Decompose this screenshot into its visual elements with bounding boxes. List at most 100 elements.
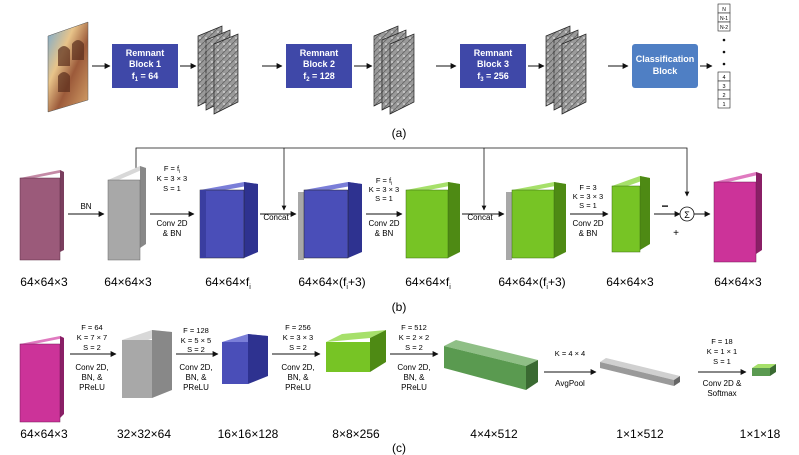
b-conv2-params: F = fi K = 3 × 3 S = 1 Conv 2D & BN (368, 176, 399, 238)
svg-text:K = 7 × 7: K = 7 × 7 (77, 333, 107, 342)
b-bn-tensor (107, 166, 146, 261)
c-dim-6: 1×1×512 (616, 427, 664, 441)
svg-text:& BN: & BN (579, 229, 598, 238)
svg-text:S = 2: S = 2 (83, 343, 101, 352)
svg-text:F = 3: F = 3 (579, 183, 596, 192)
b-conv1-tensor (199, 182, 258, 259)
c-tensor-4 (444, 340, 538, 390)
b-conv1-params: F = fi K = 3 × 3 S = 1 Conv 2D & BN (156, 164, 187, 238)
input-image (47, 21, 89, 113)
svg-text:1: 1 (722, 102, 725, 108)
svg-text:PReLU: PReLU (183, 383, 209, 392)
svg-text:f3 = 256: f3 = 256 (477, 71, 509, 83)
c-conv3-params: F = 256 K = 3 × 3 S = 2 Conv 2D, BN, & P… (281, 323, 314, 392)
svg-text:& BN: & BN (163, 229, 182, 238)
remnant-block-1-title: Remnant (126, 48, 165, 58)
svg-text:PReLU: PReLU (401, 383, 427, 392)
svg-text:PReLU: PReLU (79, 383, 105, 392)
svg-text:S = 1: S = 1 (163, 184, 181, 193)
svg-text:N: N (722, 7, 726, 13)
c-dim-1: 64×64×3 (20, 427, 68, 441)
bn-label: BN (80, 202, 91, 211)
svg-text:Conv 2D: Conv 2D (572, 219, 603, 228)
svg-text:Remnant: Remnant (474, 48, 513, 58)
svg-text:Block: Block (653, 66, 679, 76)
c-dim-4: 8×8×256 (332, 427, 380, 441)
caption-b: (b) (392, 300, 407, 314)
svg-text:2: 2 (722, 93, 725, 99)
c-dim-3: 16×16×128 (218, 427, 279, 441)
b-output-tensor (713, 172, 762, 263)
svg-text:Σ: Σ (684, 210, 690, 220)
svg-text:& BN: & BN (375, 229, 394, 238)
svg-text:K = 3 × 3: K = 3 × 3 (157, 174, 187, 183)
svg-text:Block 3: Block 3 (477, 59, 509, 69)
svg-text:F = 128: F = 128 (183, 326, 209, 335)
c-tensor-16 (222, 334, 268, 384)
svg-text:K = 3 × 3: K = 3 × 3 (283, 333, 313, 342)
svg-text:F = fi: F = fi (164, 164, 180, 175)
feature-maps-1 (197, 25, 239, 115)
b-dim-7: 64×64×3 (606, 275, 654, 289)
b-dim-3: 64×64×fi (205, 275, 251, 291)
svg-text:3: 3 (722, 84, 725, 90)
c-conv4-params: F = 512 K = 2 × 2 S = 2 Conv 2D, BN, & P… (397, 323, 430, 392)
b-dim-5: 64×64×fi (405, 275, 451, 291)
remnant-block-1 (112, 44, 178, 88)
svg-text:K = 3 × 3: K = 3 × 3 (573, 192, 603, 201)
c-conv2-params: F = 128 K = 5 × 5 S = 2 Conv 2D, BN, & P… (179, 326, 212, 392)
svg-text:Classification: Classification (636, 54, 695, 64)
svg-text:F = 256: F = 256 (285, 323, 311, 332)
svg-text:K = 5 × 5: K = 5 × 5 (181, 336, 211, 345)
c-dim-2: 32×32×64 (117, 427, 171, 441)
svg-text:Conv 2D,: Conv 2D, (75, 363, 108, 372)
b-dim-4: 64×64×(fi+3) (298, 275, 365, 291)
remnant-block-1-line2: Block 1 (129, 59, 161, 69)
b-conv2-tensor (405, 182, 460, 259)
c-input-tensor (19, 336, 64, 423)
svg-text:Conv 2D,: Conv 2D, (281, 363, 314, 372)
c-output-tensor (752, 364, 776, 376)
c-avgpool-label: AvgPool (555, 379, 585, 388)
svg-text:K = 3 × 3: K = 3 × 3 (369, 185, 399, 194)
part-a: Remnant Block 1 f1 = 64 Remnant Block 2 … (47, 3, 731, 140)
svg-text:K = 1 × 1: K = 1 × 1 (707, 347, 737, 356)
svg-text:N-2: N-2 (720, 25, 728, 31)
caption-c: (c) (392, 441, 406, 455)
caption-a: (a) (392, 126, 407, 140)
minus-sign: − (661, 199, 668, 213)
feature-maps-2 (373, 25, 415, 115)
svg-text:S = 1: S = 1 (579, 201, 597, 210)
b-dim-6: 64×64×(fi+3) (498, 275, 565, 291)
svg-text:Softmax: Softmax (707, 389, 736, 398)
part-b: BN F = fi K = 3 × 3 S = 1 Conv 2D & BN C… (19, 147, 762, 314)
c-dim-7: 1×1×18 (740, 427, 781, 441)
feature-maps-3 (545, 25, 587, 115)
svg-text:S = 2: S = 2 (405, 343, 423, 352)
svg-text:BN, &: BN, & (186, 373, 208, 382)
svg-text:Conv 2D,: Conv 2D, (397, 363, 430, 372)
svg-text:BN, &: BN, & (404, 373, 426, 382)
b-conv3-tensor (611, 176, 650, 253)
c-avgpool-kernel: K = 4 × 4 (555, 349, 585, 358)
svg-text:F = 512: F = 512 (401, 323, 427, 332)
output-vector: N N-1 N-2 4 3 2 1 (717, 3, 731, 109)
svg-text:f2 = 128: f2 = 128 (303, 71, 335, 83)
b-input-tensor (19, 170, 64, 261)
svg-text:Conv 2D &: Conv 2D & (703, 379, 742, 388)
concat-label-1: Concat (263, 213, 289, 222)
part-c: F = 64 K = 7 × 7 S = 2 Conv 2D, BN, & PR… (19, 323, 781, 455)
b-dim-1: 64×64×3 (20, 275, 68, 289)
svg-text:Remnant: Remnant (300, 48, 339, 58)
c-dim-5: 4×4×512 (470, 427, 518, 441)
svg-text:S = 2: S = 2 (187, 345, 205, 354)
b-dim-2: 64×64×3 (104, 275, 152, 289)
plus-sign: + (673, 228, 679, 239)
b-conv3-params: F = 3 K = 3 × 3 S = 1 Conv 2D & BN (572, 183, 603, 238)
svg-text:F = 64: F = 64 (81, 323, 102, 332)
concat-label-2: Concat (467, 213, 493, 222)
b-concat1-tensor (298, 182, 362, 260)
svg-text:Block 2: Block 2 (303, 59, 335, 69)
c-tensor-1x512 (600, 358, 680, 386)
